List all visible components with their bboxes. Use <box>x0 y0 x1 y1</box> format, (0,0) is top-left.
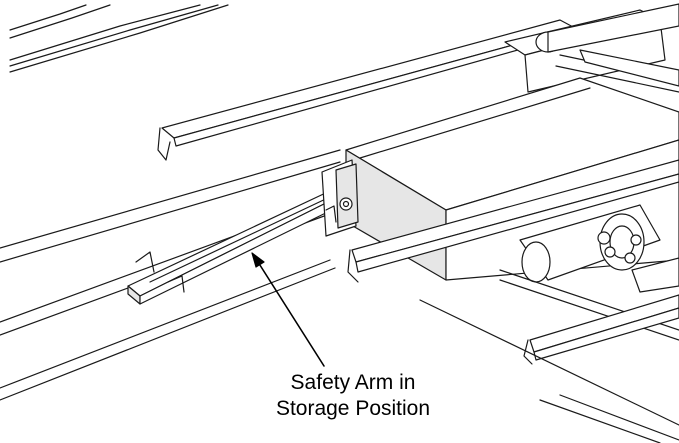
bottom-right-channel <box>523 294 679 365</box>
upper-left-rail <box>9 4 229 73</box>
lower-channel-rail <box>347 159 679 283</box>
safety-arm <box>127 189 341 305</box>
mounting-bracket <box>321 159 359 237</box>
callout-line-2: Storage Position <box>275 397 431 420</box>
lower-right-rails <box>419 299 679 443</box>
callout-arrow <box>251 252 325 367</box>
rear-cross-tube <box>504 3 679 93</box>
callout-label: Safety Arm in Storage Position <box>258 370 448 422</box>
callout-line-1: Safety Arm in <box>290 371 416 394</box>
